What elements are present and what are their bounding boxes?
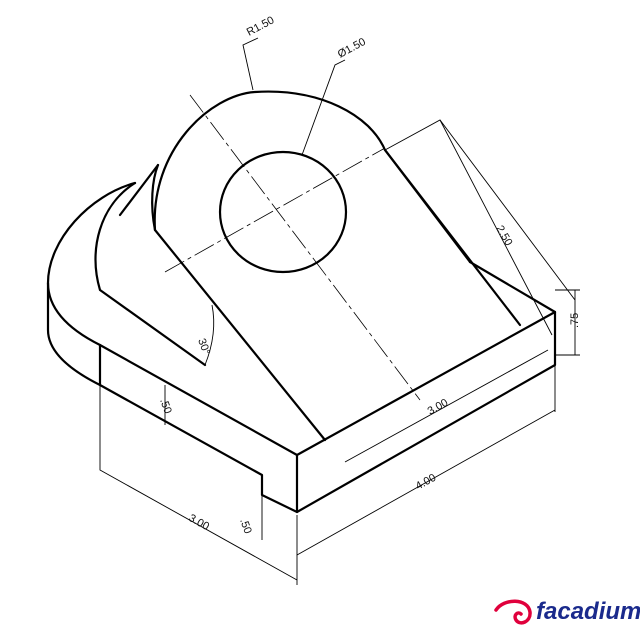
radius-label: R1.50 <box>245 14 277 38</box>
logo-text: facadium <box>536 598 640 625</box>
hole <box>218 150 348 274</box>
upright-block <box>94 90 522 442</box>
spiral-logo-icon <box>494 599 532 625</box>
dimension-labels: R1.50 Ø1.50 2.50 .75 30° .50 3.00 4.00 3… <box>157 14 581 535</box>
upright-length-label: 2.50 <box>493 224 514 249</box>
facadium-logo: facadium <box>494 596 640 628</box>
angle-label: 30° <box>195 337 212 357</box>
base-length-label: 4.00 <box>414 472 439 493</box>
base-thickness-left-label: .50 <box>157 397 174 415</box>
base-thickness-right-label: .75 <box>569 313 581 328</box>
base-plate <box>46 181 557 514</box>
dimension-lines <box>99 37 580 585</box>
hole-diameter-label: Ø1.50 <box>336 36 368 61</box>
notch-label: .50 <box>237 517 254 535</box>
upright-width-label: 3.00 <box>426 397 451 418</box>
